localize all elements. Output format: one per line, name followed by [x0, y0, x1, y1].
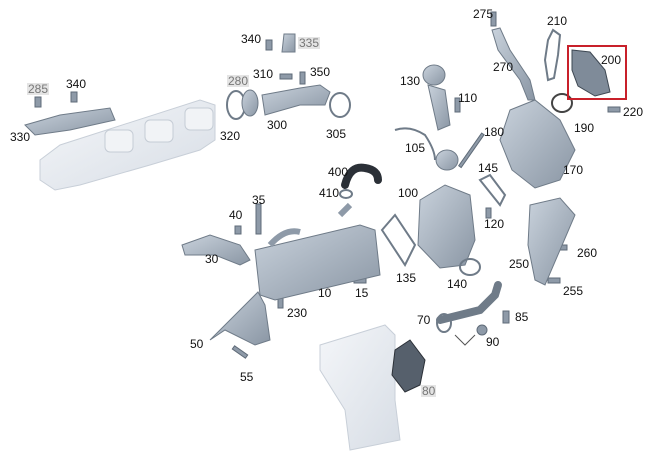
- gasket-145-part: [478, 173, 507, 207]
- label-30: 30: [205, 252, 219, 266]
- highlight-box-part-200: [567, 45, 627, 100]
- label-260: 260: [577, 246, 598, 260]
- label-210: 210: [547, 14, 568, 28]
- label-410: 410: [319, 186, 340, 200]
- label-335: 335: [298, 36, 321, 50]
- gasket-210-part: [543, 28, 562, 82]
- label-255: 255: [563, 284, 584, 298]
- label-230: 230: [287, 306, 308, 320]
- label-55: 55: [240, 370, 254, 384]
- nut-90-part: [476, 324, 488, 336]
- label-340b: 340: [241, 32, 262, 46]
- part-200: [571, 49, 611, 97]
- bracket-335-part: [281, 33, 296, 53]
- label-80: 80: [421, 384, 437, 398]
- turbo-housing-100-part: [417, 149, 476, 269]
- gasket-135-part: [380, 213, 417, 268]
- label-130: 130: [400, 74, 421, 88]
- bolts: [34, 11, 621, 359]
- hose-400-part: [341, 163, 382, 189]
- label-110: 110: [458, 91, 478, 105]
- label-285: 285: [27, 82, 50, 96]
- bracket-250-part: [527, 197, 576, 286]
- label-70: 70: [417, 313, 431, 327]
- label-15: 15: [355, 286, 369, 300]
- pipe-70-part: [436, 281, 502, 324]
- label-140: 140: [447, 277, 468, 291]
- label-300: 300: [267, 118, 288, 132]
- label-90: 90: [486, 335, 500, 349]
- catalytic-converter-80-part: [319, 324, 426, 451]
- label-305: 305: [326, 127, 347, 141]
- heat-shield-part: [24, 107, 116, 136]
- label-275: 275: [473, 7, 494, 21]
- label-10: 10: [318, 286, 332, 300]
- label-330: 330: [10, 130, 31, 144]
- label-190: 190: [574, 121, 595, 135]
- label-40: 40: [229, 208, 243, 222]
- label-350: 350: [310, 65, 331, 79]
- label-270: 270: [493, 60, 514, 74]
- label-280: 280: [227, 74, 250, 88]
- label-200: 200: [601, 53, 622, 67]
- label-35: 35: [252, 193, 266, 207]
- label-180: 180: [484, 125, 505, 139]
- gasket-140-part: [459, 258, 481, 276]
- label-250: 250: [509, 257, 530, 271]
- egr-cooler-10-part: [254, 202, 381, 301]
- label-310: 310: [253, 67, 274, 81]
- bracket-50-part: [209, 291, 271, 346]
- label-400: 400: [328, 165, 349, 179]
- gasket-190-part: [551, 93, 573, 113]
- label-135: 135: [396, 271, 417, 285]
- label-50: 50: [190, 337, 204, 351]
- label-320: 320: [220, 129, 241, 143]
- label-340a: 340: [66, 77, 87, 91]
- label-85: 85: [515, 310, 529, 324]
- label-170: 170: [563, 163, 584, 177]
- label-220: 220: [623, 105, 644, 119]
- label-145: 145: [478, 161, 499, 175]
- wire-105-part: [394, 127, 436, 161]
- clamp-410-part: [339, 189, 353, 199]
- egr-valve-170-part: [499, 99, 576, 189]
- label-105: 105: [405, 141, 426, 155]
- bracket-30-part: [181, 234, 251, 266]
- label-100: 100: [398, 186, 419, 200]
- actuator-130-part: [422, 64, 451, 131]
- exhaust-manifold-part: [39, 99, 216, 191]
- label-120: 120: [484, 217, 505, 231]
- egr-pipe-part: [226, 84, 351, 120]
